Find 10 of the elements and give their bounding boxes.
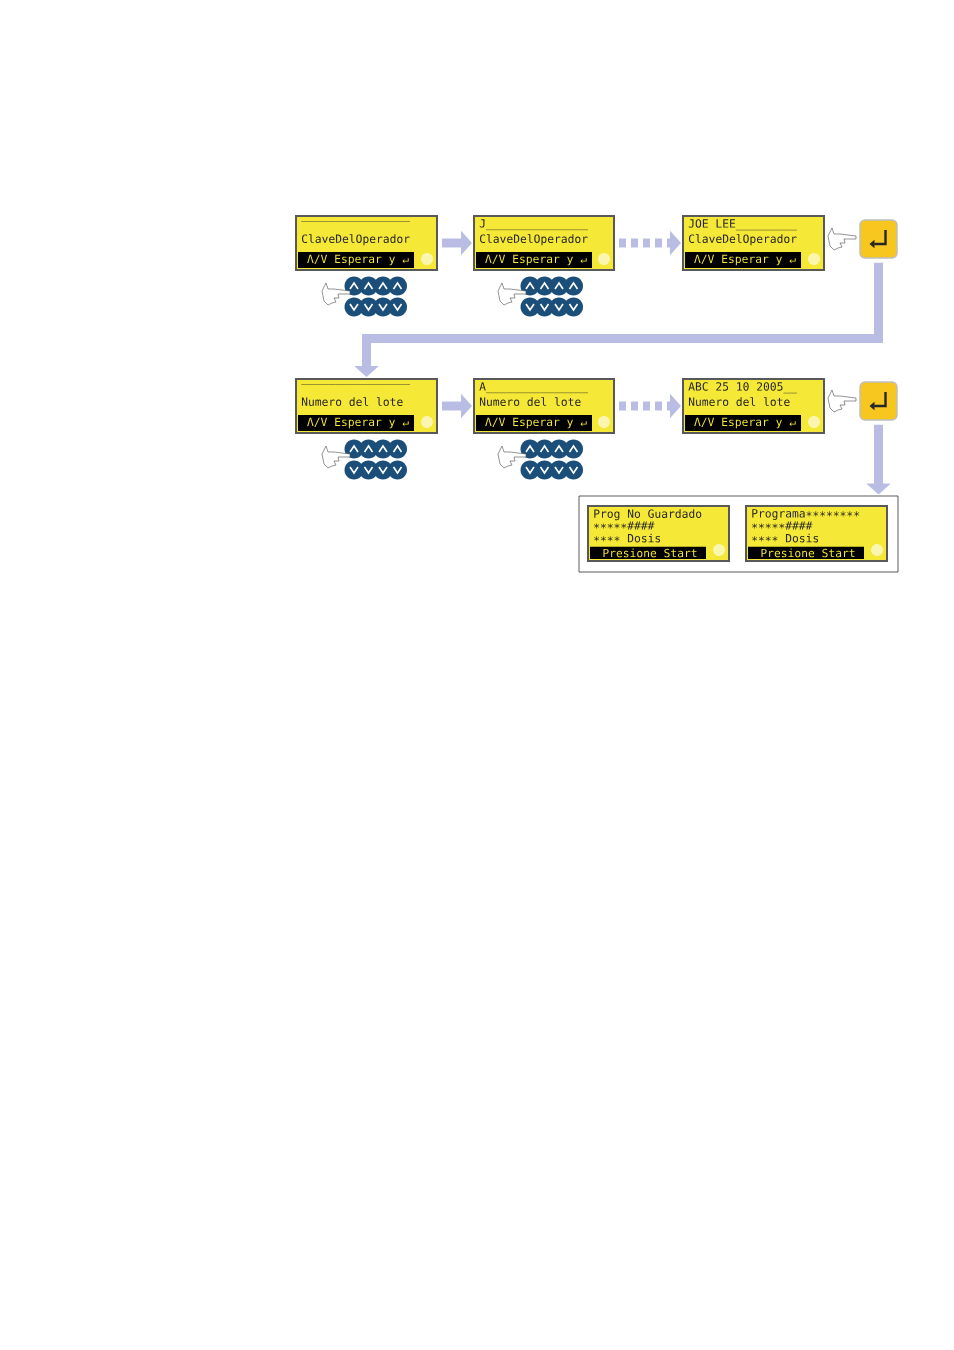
lcd-display: ABC 25 10 2005__ Numero del lote Λ/V Esperar y ↵	[682, 378, 825, 434]
lcd-display: J_______________ ClaveDelOperador Λ/V Esperar y ↵	[473, 215, 615, 271]
enter-key	[859, 381, 898, 421]
lcd-display: A_______________ Numero del lote Λ/V Esperar y ↵	[473, 378, 615, 434]
enter-key	[859, 219, 898, 259]
lcd-display: Prog No Guardado ∗∗∗∗∗#### ∗∗∗∗ Dosis Presione Start	[587, 505, 730, 562]
lcd-display: Programa∗∗∗∗∗∗∗∗ ∗∗∗∗∗#### ∗∗∗∗ Dosis Presione Start	[745, 505, 888, 562]
lcd-display: ________________ Numero del lote Λ/V Esperar y ↵	[295, 378, 438, 434]
lcd-display: ________________ ClaveDelOperador Λ/V Esperar y ↵	[295, 215, 438, 271]
lcd-display: JOE LEE_________ ClaveDelOperador Λ/V Esperar y ↵	[682, 215, 825, 271]
